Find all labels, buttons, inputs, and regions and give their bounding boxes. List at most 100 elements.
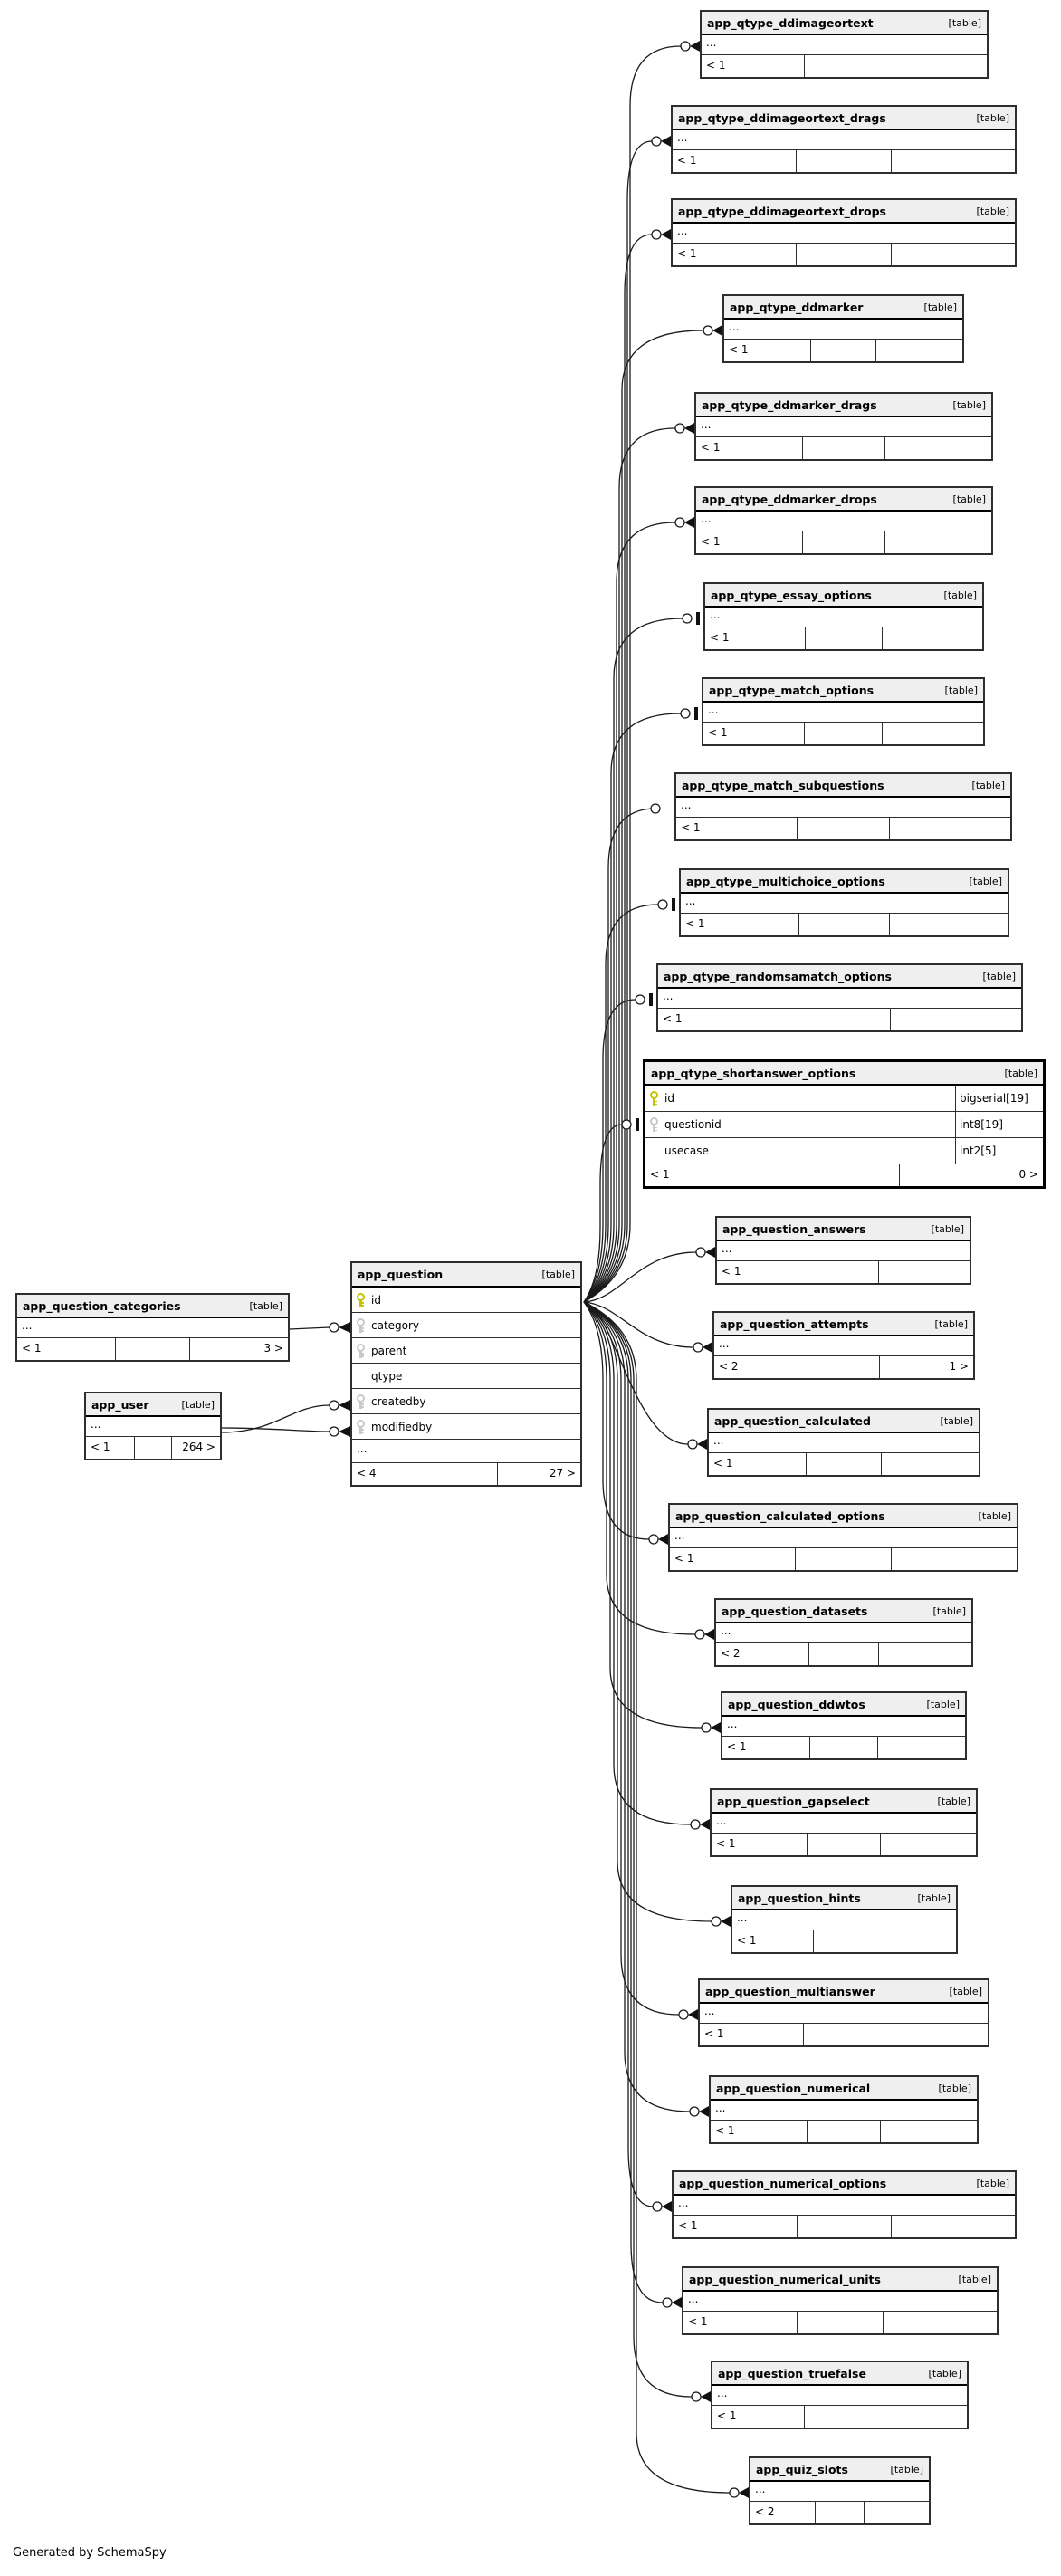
table-node-app_question_multianswer[interactable]: app_question_multianswer[table] ... < 1 bbox=[698, 1978, 989, 2047]
column-row-usecase[interactable]: usecase int2[5] bbox=[645, 1138, 1043, 1164]
columns-collapsed: ... bbox=[709, 1433, 979, 1453]
table-title[interactable]: app_qtype_ddmarker_drags bbox=[702, 397, 877, 412]
table-node-app_question_numerical_units[interactable]: app_question_numerical_units[table] ... … bbox=[682, 2266, 999, 2335]
relationship-edge bbox=[583, 1301, 712, 1922]
foreign-key-icon bbox=[650, 1117, 658, 1132]
column-row-modifiedby[interactable]: modifiedby bbox=[352, 1414, 580, 1440]
columns-collapsed: ... bbox=[750, 2482, 929, 2502]
footer-right bbox=[890, 914, 1008, 935]
table-title[interactable]: app_question_attempts bbox=[720, 1317, 869, 1331]
table-node-app_qtype_ddimageortext_drags[interactable]: app_qtype_ddimageortext_drags[table] ...… bbox=[671, 105, 1017, 174]
table-title[interactable]: app_user bbox=[91, 1397, 149, 1412]
table-title[interactable]: app_question_truefalse bbox=[718, 2366, 866, 2380]
footer-right bbox=[865, 2502, 929, 2523]
relationship-edge bbox=[583, 1301, 693, 2398]
footer-right bbox=[883, 723, 983, 744]
table-title[interactable]: app_qtype_ddimageortext bbox=[707, 15, 874, 30]
footer-left: < 1 bbox=[701, 441, 721, 454]
footer-right bbox=[892, 244, 1015, 265]
table-node-app_question_hints[interactable]: app_question_hints[table] ... < 1 bbox=[731, 1885, 958, 1954]
footer-left: < 1 bbox=[708, 726, 728, 739]
table-tag: [table] bbox=[937, 1795, 970, 1807]
column-row-category[interactable]: category bbox=[352, 1313, 580, 1338]
table-node-app_question_numerical[interactable]: app_question_numerical[table] ... < 1 bbox=[709, 2075, 979, 2144]
columns-collapsed: ... bbox=[716, 1623, 971, 1643]
table-title[interactable]: app_question_ddwtos bbox=[728, 1697, 865, 1711]
relationship-edge bbox=[583, 1301, 703, 1729]
table-title[interactable]: app_question bbox=[358, 1268, 444, 1281]
footer-right bbox=[884, 2312, 997, 2333]
footer-left: < 1 bbox=[681, 821, 701, 834]
table-title[interactable]: app_qtype_randomsamatch_options bbox=[664, 969, 892, 983]
table-title[interactable]: app_qtype_shortanswer_options bbox=[651, 1066, 856, 1080]
columns-collapsed: ... bbox=[696, 417, 991, 437]
column-row-questionid[interactable]: questionid int8[19] bbox=[645, 1112, 1043, 1138]
table-title[interactable]: app_qtype_multichoice_options bbox=[686, 874, 885, 888]
table-title[interactable]: app_question_categories bbox=[23, 1298, 181, 1313]
table-title[interactable]: app_question_calculated_options bbox=[675, 1508, 885, 1523]
table-node-app_question_numerical_options[interactable]: app_question_numerical_options[table] ..… bbox=[672, 2170, 1017, 2239]
table-node-app_question_gapselect[interactable]: app_question_gapselect[table] ... < 1 bbox=[710, 1788, 978, 1857]
table-title[interactable]: app_qtype_essay_options bbox=[711, 588, 872, 602]
table-node-app_qtype_ddmarker_drops[interactable]: app_qtype_ddmarker_drops[table] ... < 1 bbox=[694, 486, 993, 555]
table-node-app_qtype_match_subquestions[interactable]: app_qtype_match_subquestions[table] ... … bbox=[674, 772, 1012, 841]
footer-mid bbox=[808, 1261, 879, 1283]
table-node-app_qtype_ddmarker[interactable]: app_qtype_ddmarker[table] ... < 1 bbox=[722, 294, 964, 363]
table-title[interactable]: app_question_calculated bbox=[714, 1413, 871, 1428]
footer-mid bbox=[804, 55, 884, 77]
footer-left: < 1 bbox=[717, 2409, 737, 2422]
table-title[interactable]: app_qtype_ddmarker bbox=[730, 300, 864, 314]
schemaspy-credit: Generated by SchemaSpy bbox=[13, 2546, 167, 2560]
footer-left: < 1 bbox=[688, 2315, 708, 2328]
table-node-app_question[interactable]: app_question [table] id category parent q… bbox=[350, 1261, 582, 1487]
table-node-app_question_datasets[interactable]: app_question_datasets[table] ... < 2 bbox=[714, 1598, 973, 1667]
table-node-app_qtype_ddmarker_drags[interactable]: app_qtype_ddmarker_drags[table] ... < 1 bbox=[694, 392, 993, 461]
table-title[interactable]: app_quiz_slots bbox=[756, 2462, 848, 2476]
table-node-app_qtype_ddimageortext_drops[interactable]: app_qtype_ddimageortext_drops[table] ...… bbox=[671, 198, 1017, 267]
footer-right bbox=[878, 1737, 965, 1758]
column-row-createdby[interactable]: createdby bbox=[352, 1389, 580, 1414]
table-title[interactable]: app_question_datasets bbox=[722, 1604, 868, 1618]
table-title[interactable]: app_question_answers bbox=[722, 1221, 866, 1236]
footer-right: 27 > bbox=[549, 1467, 576, 1480]
table-title[interactable]: app_question_multianswer bbox=[705, 1984, 875, 1998]
table-title[interactable]: app_question_hints bbox=[738, 1891, 861, 1905]
table-title[interactable]: app_qtype_match_options bbox=[709, 683, 875, 697]
footer-right bbox=[885, 531, 991, 553]
footer-left: < 1 bbox=[685, 917, 705, 930]
table-node-app_qtype_match_options[interactable]: app_qtype_match_options[table] ... < 1 bbox=[702, 677, 985, 746]
table-node-app_qtype_ddimageortext[interactable]: app_qtype_ddimageortext[table] ... < 1 bbox=[700, 10, 989, 79]
column-row-id[interactable]: id bigserial[19] bbox=[645, 1086, 1043, 1112]
table-title[interactable]: app_question_numerical_options bbox=[679, 2176, 887, 2190]
table-title[interactable]: app_question_numerical bbox=[716, 2081, 871, 2095]
table-node-app_question_calculated[interactable]: app_question_calculated[table] ... < 1 bbox=[707, 1408, 980, 1477]
column-row-qtype[interactable]: qtype bbox=[352, 1364, 580, 1389]
footer-right bbox=[891, 1009, 1021, 1030]
footer-right bbox=[892, 2216, 1015, 2237]
footer-mid bbox=[804, 723, 883, 744]
table-tag: [table] bbox=[952, 493, 986, 505]
table-title[interactable]: app_qtype_match_subquestions bbox=[682, 778, 884, 792]
relationship-edge bbox=[583, 713, 682, 1303]
column-row-id[interactable]: id bbox=[352, 1288, 580, 1313]
table-title[interactable]: app_question_numerical_units bbox=[689, 2272, 881, 2286]
table-title[interactable]: app_qtype_ddimageortext_drops bbox=[678, 204, 886, 218]
table-node-app_question_calculated_options[interactable]: app_question_calculated_options[table] .… bbox=[668, 1503, 1018, 1572]
table-node-app_question_answers[interactable]: app_question_answers[table] ... < 1 bbox=[715, 1216, 971, 1285]
table-node-app_qtype_randomsamatch_options[interactable]: app_qtype_randomsamatch_options[table] .… bbox=[656, 963, 1023, 1032]
footer-left: < 1 bbox=[677, 154, 697, 167]
table-title[interactable]: app_qtype_ddmarker_drops bbox=[702, 492, 877, 506]
table-node-app_qtype_shortanswer_options[interactable]: app_qtype_shortanswer_options[table] id … bbox=[643, 1059, 1046, 1189]
table-node-app_quiz_slots[interactable]: app_quiz_slots[table] ... < 2 bbox=[749, 2456, 931, 2525]
table-title[interactable]: app_qtype_ddimageortext_drags bbox=[678, 110, 886, 125]
table-node-app_qtype_essay_options[interactable]: app_qtype_essay_options[table] ... < 1 bbox=[703, 582, 984, 651]
table-node-app_question_truefalse[interactable]: app_question_truefalse[table] ... < 1 bbox=[711, 2361, 969, 2429]
column-row-parent[interactable]: parent bbox=[352, 1338, 580, 1364]
table-tag: [table] bbox=[541, 1269, 575, 1280]
table-node-app_qtype_multichoice_options[interactable]: app_qtype_multichoice_options[table] ...… bbox=[679, 868, 1009, 937]
table-node-app_question_ddwtos[interactable]: app_question_ddwtos[table] ... < 1 bbox=[721, 1691, 967, 1760]
table-title[interactable]: app_question_gapselect bbox=[717, 1794, 870, 1808]
